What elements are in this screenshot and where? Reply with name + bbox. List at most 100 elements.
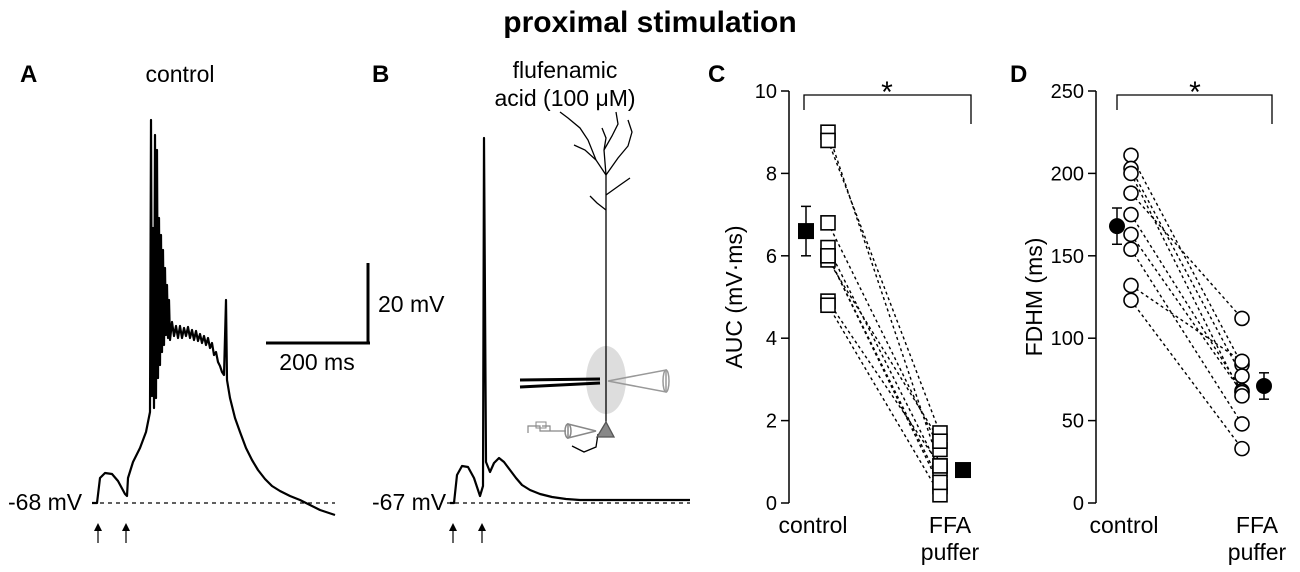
c-point-control — [820, 297, 836, 314]
puffer-pipette-tip — [662, 369, 670, 393]
d-category-label-line1: control — [1089, 512, 1158, 538]
d-paired-line — [1130, 173, 1243, 397]
c-paired-line — [827, 255, 941, 483]
c-point-control — [820, 132, 836, 149]
d-point-control — [1123, 241, 1139, 258]
figure-title: proximal stimulation — [503, 6, 796, 39]
d-mean-ffa — [1256, 377, 1272, 394]
d-point-control — [1123, 165, 1139, 182]
d-paired-line — [1130, 192, 1243, 319]
d-point-ffa — [1234, 310, 1250, 327]
panel-c-paired-lines — [827, 131, 941, 496]
scale-bar-voltage-label: 20 mV — [378, 291, 445, 317]
d-point-control — [1123, 292, 1139, 309]
panel-d-significance-bracket — [1116, 94, 1273, 124]
d-point-ffa — [1234, 416, 1250, 432]
panel-b-letter: B — [372, 61, 389, 88]
amplifier-resistor — [535, 421, 547, 429]
neuron-dendrite-1 — [559, 111, 607, 176]
c-category-label-line1: FFA — [929, 512, 972, 538]
neuron-soma — [595, 420, 616, 438]
c-point-control — [820, 215, 836, 231]
c-paired-line — [827, 222, 941, 450]
panel-a-letter: A — [20, 61, 37, 88]
d-paired-line — [1130, 214, 1243, 392]
d-point-control — [1123, 226, 1139, 243]
panel-b-voltage-trace — [450, 136, 690, 505]
panel-d-letter: D — [1010, 61, 1027, 88]
d-point-control — [1123, 147, 1139, 164]
c-y-tick-label: 8 — [766, 163, 777, 185]
d-y-tick-label: 100 — [1051, 328, 1084, 350]
c-point-ffa — [932, 458, 948, 474]
panel-b: B flufenamic acid (100 μM) -67 mV — [372, 57, 690, 543]
c-paired-line — [827, 131, 941, 467]
c-y-tick-label: 10 — [755, 81, 777, 103]
panel-b-condition-line2: acid (100 μM) — [494, 85, 635, 111]
d-point-ffa — [1234, 368, 1250, 384]
c-point-ffa — [932, 474, 948, 491]
puffer-pipette — [607, 369, 667, 393]
c-y-tick-label: 2 — [766, 411, 777, 433]
panel-c-y-axis: 0 2 4 6 8 10 — [755, 81, 790, 515]
panel-a-condition: control — [145, 61, 214, 87]
neuron-dendrite-7 — [589, 195, 607, 211]
c-category-label-line2: puffer — [921, 539, 980, 565]
d-mean-control — [1109, 218, 1125, 235]
panel-c-significance-star: * — [881, 76, 893, 109]
c-y-tick-label: 4 — [766, 328, 777, 350]
c-paired-line — [827, 140, 941, 434]
panel-b-condition-line1: flufenamic — [513, 57, 618, 83]
d-y-tick-label: 250 — [1051, 81, 1084, 103]
c-mean-ffa — [955, 462, 971, 479]
neuron-basal-dendrite — [571, 433, 599, 453]
neuron-dendrite-5 — [605, 119, 633, 176]
scale-bar-time-label: 200 ms — [279, 349, 354, 375]
c-paired-line — [827, 304, 941, 496]
d-point-control — [1123, 185, 1139, 201]
c-point-ffa — [932, 433, 948, 450]
d-paired-line — [1130, 284, 1243, 362]
c-paired-line — [827, 247, 941, 471]
neuron-dendrite-4 — [603, 111, 619, 151]
panel-c-points — [820, 124, 948, 503]
d-point-ffa — [1234, 388, 1250, 404]
panel-c-significance-bracket — [803, 94, 972, 124]
panel-d-significance-star: * — [1189, 76, 1201, 109]
neuron-dendrite-3 — [601, 127, 607, 176]
c-y-tick-label: 6 — [766, 246, 777, 268]
stimulus-arrow-2-head — [122, 523, 130, 531]
stimulating-electrode — [519, 377, 601, 389]
panel-c-means — [798, 205, 971, 479]
panel-d-means — [1109, 207, 1272, 400]
d-paired-line — [1130, 168, 1243, 377]
d-y-tick-label: 150 — [1051, 246, 1084, 268]
d-point-control — [1123, 206, 1139, 223]
panel-d-y-axis-label: FDHM (ms) — [1021, 238, 1047, 357]
d-y-tick-label: 200 — [1051, 163, 1084, 185]
neuron-dendrite-2 — [573, 144, 597, 161]
stimulus-arrow-1-head — [94, 523, 102, 531]
scale-bar: 20 mV 200 ms — [266, 263, 445, 375]
neuron-schematic — [519, 111, 670, 453]
d-category-label-line2: puffer — [1228, 539, 1287, 565]
c-y-tick-label: 0 — [766, 493, 777, 515]
c-point-control — [820, 248, 836, 264]
c-category-label-line1: control — [778, 512, 847, 538]
neuron-dendrite-6 — [605, 177, 631, 196]
d-paired-line — [1130, 299, 1243, 450]
d-paired-line — [1130, 248, 1243, 425]
panel-b-baseline-label: -67 mV — [372, 489, 447, 515]
stimulus-arrow-3-head — [449, 523, 457, 531]
d-category-label-line1: FFA — [1236, 512, 1279, 538]
panel-c-letter: C — [708, 61, 725, 88]
d-paired-line — [1130, 154, 1243, 365]
d-point-ffa — [1234, 353, 1250, 370]
d-paired-line — [1130, 233, 1243, 393]
